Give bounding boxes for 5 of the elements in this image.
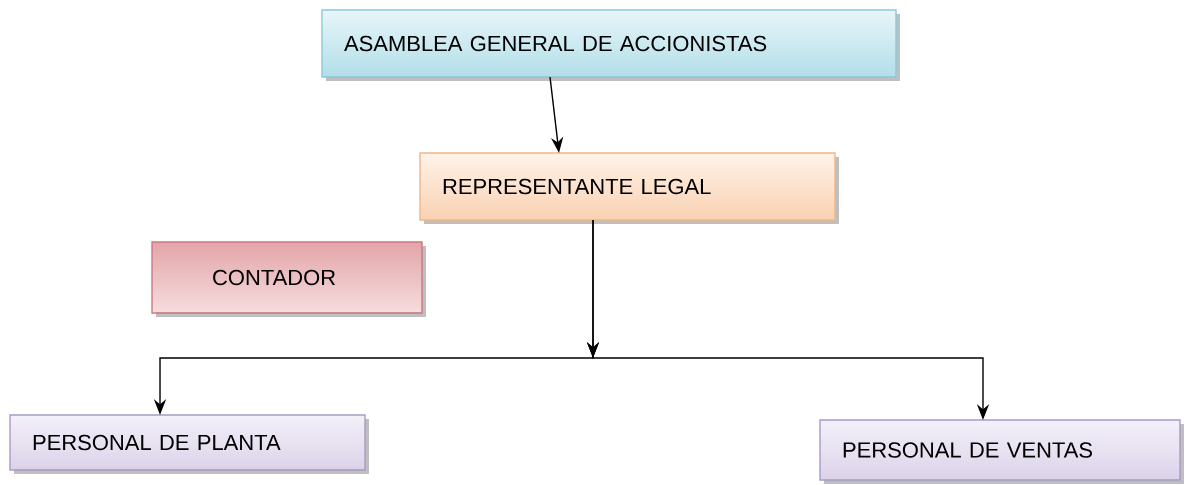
org-box: REPRESENTANTE LEGAL [419,152,839,224]
org-box: ASAMBLEA GENERAL DE ACCIONISTAS [321,9,900,81]
org-box: PERSONAL DE VENTAS [819,419,1184,484]
org-box: CONTADOR [151,241,426,317]
org-box: PERSONAL DE PLANTA [9,414,369,474]
